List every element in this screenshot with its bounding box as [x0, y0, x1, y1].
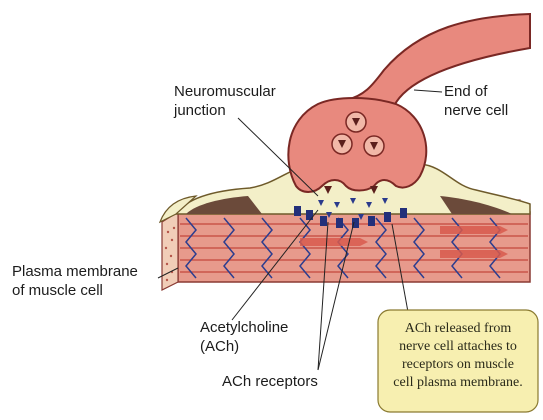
acetylcholine-label: Acetylcholine (ACh): [200, 318, 288, 356]
neuromuscular-junction-label: Neuromuscular junction: [174, 82, 276, 120]
callout-text: ACh released from nerve cell attaches to…: [382, 320, 534, 392]
end-of-nerve-cell-label: End of nerve cell: [444, 82, 508, 120]
plasma-membrane-label: Plasma membrane of muscle cell: [12, 262, 138, 300]
ach-receptors-label: ACh receptors: [222, 372, 318, 391]
